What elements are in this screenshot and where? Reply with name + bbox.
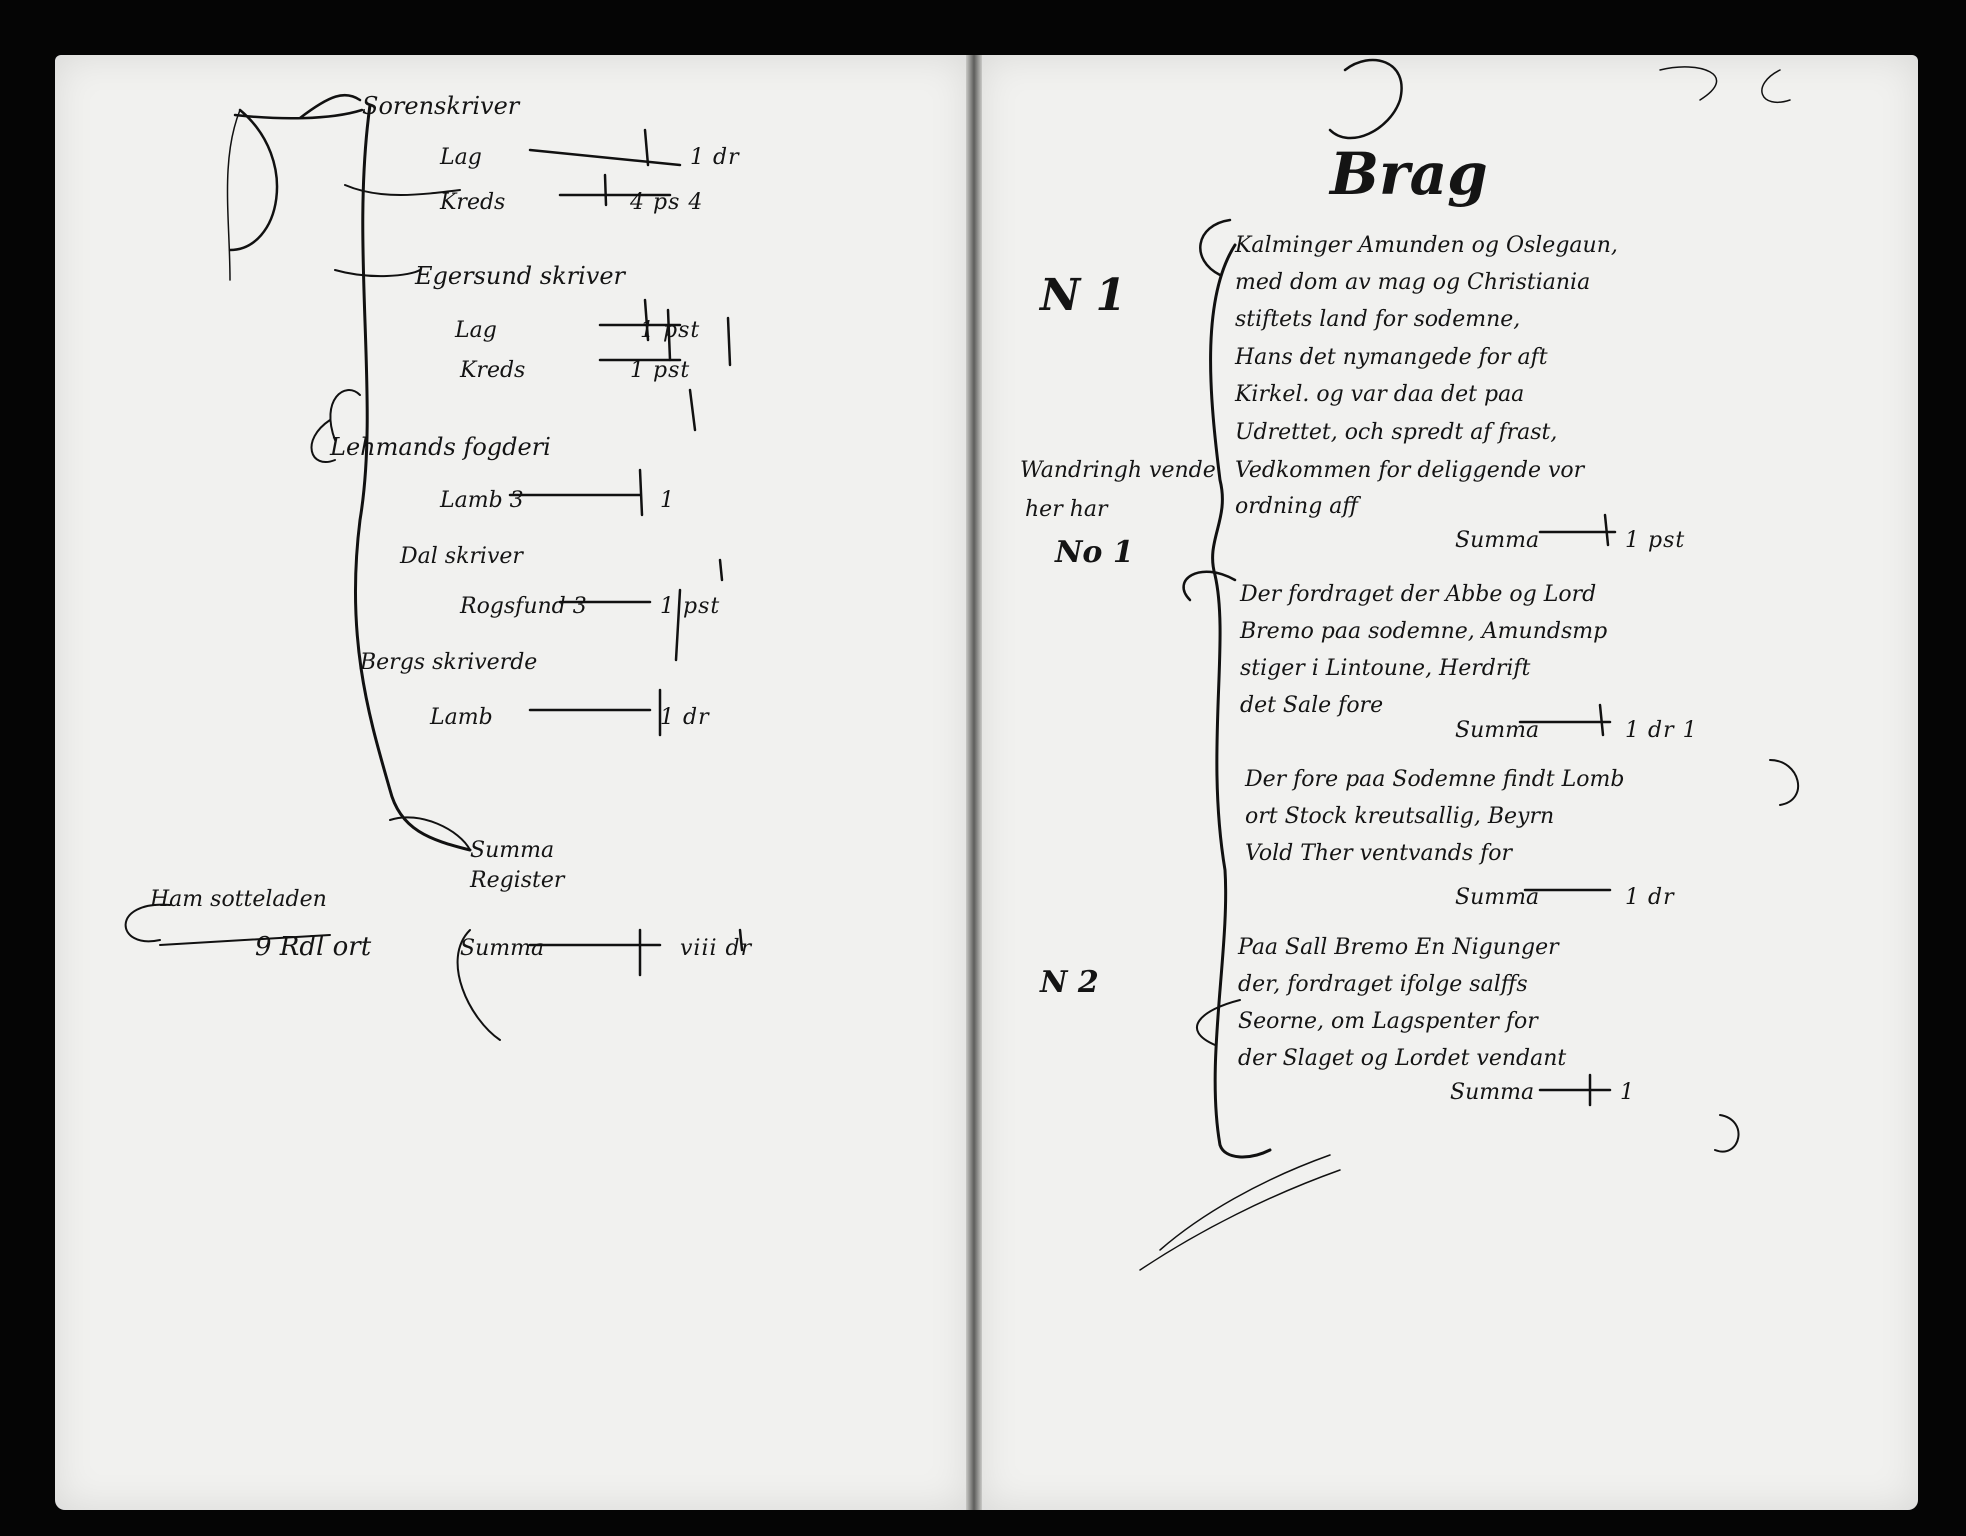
entry-label: Dal skriver (400, 544, 523, 569)
entry-amount: 1 pst (640, 318, 701, 343)
text-line: Bremo paa sodemne, Amundsmp (1240, 619, 1608, 644)
entry-label: Lehmands fogderi (330, 433, 551, 461)
entry-label: Lag (440, 145, 482, 170)
total-amount: viii dr (680, 936, 753, 961)
marginal-note: No 1 (1055, 535, 1134, 570)
margin-note: Ham sotteladen (150, 887, 327, 912)
text-line: Der fore paa Sodemne findt Lomb (1245, 767, 1625, 792)
entry-label: Lamb 3 (440, 488, 524, 513)
marginal-note: N 1 (1040, 270, 1127, 321)
summa-amount: 1 dr 1 (1625, 718, 1698, 743)
text-line: Paa Sall Bremo En Nigunger (1238, 935, 1559, 960)
entry-label: Lag (455, 318, 497, 343)
summa-amount: 1 dr (1625, 885, 1675, 910)
summa-label: Summa (1455, 885, 1540, 910)
summa-label: Summa (1450, 1080, 1535, 1105)
text-line: Vold Ther ventvands for (1245, 841, 1513, 866)
text-line: stiger i Lintoune, Herdrift (1240, 656, 1531, 681)
text-line: der, fordraget ifolge salffs (1238, 972, 1528, 997)
entry-amount: 1 pst (660, 594, 721, 619)
text-line: stiftets land for sodemne, (1235, 307, 1521, 332)
total-line: 9 Rdl ort (255, 932, 372, 962)
text-line: ort Stock kreutsallig, Beyrn (1245, 804, 1555, 829)
text-line: Seorne, om Lagspenter for (1238, 1009, 1538, 1034)
entry-label: Kreds (440, 190, 506, 215)
entry-label: Kreds (460, 358, 526, 383)
summa-label: Summa (1455, 718, 1540, 743)
text-line: Kirkel. og var daa det paa (1235, 382, 1525, 407)
total-label: Summa (460, 936, 545, 961)
text-line: Hans det nymangede for aft (1235, 345, 1548, 370)
entry-label: Bergs skriverde (360, 650, 538, 675)
entry-label: Lamb (430, 705, 493, 730)
summa-label: Summa (1455, 528, 1540, 553)
entry-amount: 1 dr (690, 145, 740, 170)
marginal-note: her har (1025, 497, 1108, 522)
entry-amount: 1 pst (630, 358, 691, 383)
entry-amount: 4 ps 4 (630, 190, 704, 215)
marginal-note: N 2 (1040, 965, 1099, 1000)
marginal-note: Wandringh vende (1020, 458, 1216, 483)
text-line: Kalminger Amunden og Oslegaun, (1235, 233, 1618, 258)
book-gutter (966, 55, 982, 1510)
text-line: Vedkommen for deliggende vor (1235, 458, 1585, 483)
text-line: det Sale fore (1240, 693, 1384, 718)
text-line: Udrettet, och spredt af frast, (1235, 420, 1558, 445)
summa-label: Summa (470, 838, 555, 863)
text-line: ordning aff (1235, 494, 1358, 519)
text-line: der Slaget og Lordet vendant (1238, 1046, 1567, 1071)
right-heading: Brag (1330, 140, 1488, 208)
text-line: med dom av mag og Christiania (1235, 270, 1591, 295)
summa-sub: Register (470, 868, 565, 893)
left-heading: Sorenskriver (362, 92, 520, 120)
summa-amount: 1 pst (1625, 528, 1686, 553)
text-line: Der fordraget der Abbe og Lord (1240, 582, 1597, 607)
entry-label: Egersund skriver (415, 262, 626, 290)
entry-label: Rogsfund 3 (460, 594, 587, 619)
entry-amount: 1 dr (660, 705, 710, 730)
entry-amount: 1 (660, 488, 675, 513)
summa-amount: 1 (1620, 1080, 1635, 1105)
